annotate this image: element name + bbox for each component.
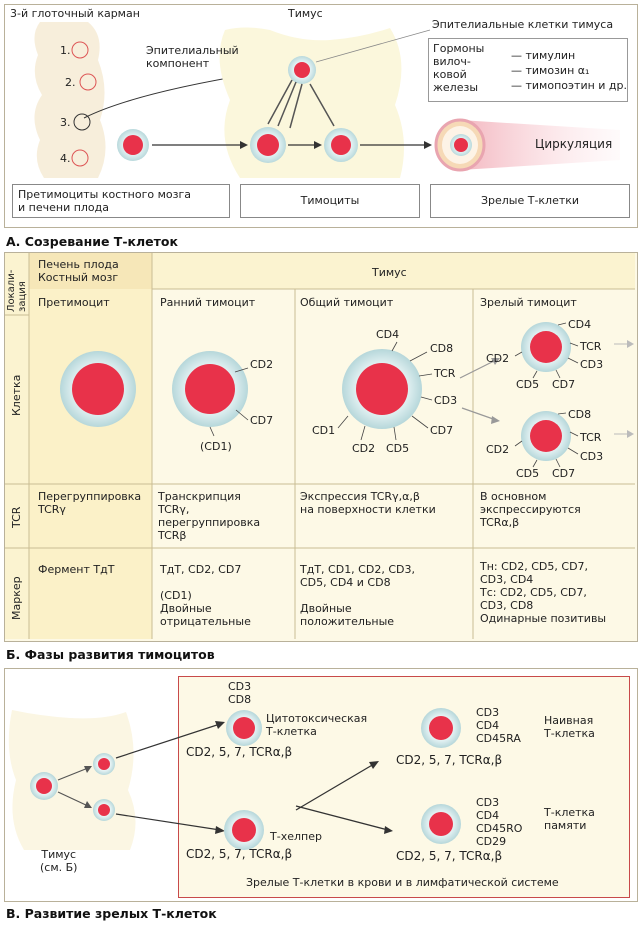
hormones-box: Гормоны вилоч- ковой железы — тимулин — … xyxy=(428,38,628,102)
helper-line: CD2, 5, 7, TCRα,β xyxy=(186,847,293,861)
thymus-label: Тимус xyxy=(288,7,323,20)
marker-common: ТдТ, CD1, CD2, CD3, CD5, CD4 и CD8 Двойн… xyxy=(300,563,415,628)
pouch-2 xyxy=(79,73,97,91)
common-cd1: CD1 xyxy=(312,424,336,437)
mature2-cd3: CD3 xyxy=(580,450,604,463)
pouch-4 xyxy=(71,149,89,167)
marker-early: ТдТ, CD2, CD7 (CD1) Двойные отрицательны… xyxy=(160,563,251,628)
common-cd4: CD4 xyxy=(376,328,400,341)
pouch-number-2: 2. xyxy=(65,76,76,89)
marker-mature: Tн: CD2, CD5, CD7, CD3, CD4 Tс: CD2, CD5… xyxy=(480,560,607,625)
memory-line: CD2, 5, 7, TCRα,β xyxy=(396,849,503,863)
mature1-cd5: CD5 xyxy=(516,378,540,391)
pouch-number-1: 1. xyxy=(60,44,71,57)
hormones-label: Гормоны вилоч- ковой железы xyxy=(433,42,485,94)
hormone-3: — тимопоэтин и др. xyxy=(511,79,628,92)
caption-a: А. Созревание Т-клеток xyxy=(6,234,178,249)
common-cd8: CD8 xyxy=(430,342,454,355)
loc-thymus: Тимус xyxy=(372,266,407,279)
caption-c: В. Развитие зрелых Т-клеток xyxy=(6,906,217,921)
thymus-see-b: Тимус (см. Б) xyxy=(40,848,78,874)
box-thymocytes: Тимоциты xyxy=(240,184,420,218)
helper-label: Т-хелпер xyxy=(270,830,322,843)
mature2-cd5: CD5 xyxy=(516,467,540,480)
naive-markers: CD3 CD4 CD45RA xyxy=(476,706,521,745)
circulation-label: Циркуляция xyxy=(535,137,613,151)
mature1-cd7: CD7 xyxy=(552,378,576,391)
thymus-epithelial-cells-label: Эпителиальные клетки тимуса xyxy=(432,18,614,31)
pouch-number-4: 4. xyxy=(60,152,71,165)
panel-b-cells xyxy=(60,322,634,468)
tcr-mature: В основном экспрессируются TCRα,β xyxy=(480,490,581,529)
panel-b-grid xyxy=(5,253,635,639)
naive-label: Наивная Т-клетка xyxy=(544,714,595,740)
panel-c-graphics xyxy=(8,708,461,850)
mature1-tcr: TCR xyxy=(580,340,602,353)
box-mature: Зрелые Т-клетки xyxy=(430,184,630,218)
epithelial-component-label: Эпителиальный компонент xyxy=(146,44,239,70)
early-cd2: CD2 xyxy=(250,358,274,371)
header-prethymocyte: Претимоцит xyxy=(38,296,110,309)
common-cd3: CD3 xyxy=(434,394,458,407)
common-cd5: CD5 xyxy=(386,442,410,455)
mature1-cd4: CD4 xyxy=(568,318,592,331)
tcr-common: Экспрессия TCRγ,α,β на поверхности клетк… xyxy=(300,490,436,516)
tcr-early: Транскрипция TCRγ, перегруппировка TCRβ xyxy=(158,490,261,542)
vessel xyxy=(460,120,620,170)
header-mature: Зрелый тимоцит xyxy=(480,296,577,309)
pouch-number-3: 3. xyxy=(60,116,71,129)
header-common: Общий тимоцит xyxy=(300,296,394,309)
cytotoxic-label: Цитотоксическая Т-клетка xyxy=(266,712,368,738)
pharyngeal-pouch-label: 3-й глоточный карман xyxy=(10,7,140,20)
blood-label: Зрелые Т-клетки в крови и в лимфатическо… xyxy=(246,876,559,889)
mature2-cd2: CD2 xyxy=(486,443,510,456)
common-cd7: CD7 xyxy=(430,424,454,437)
memory-label: Т-клетка памяти xyxy=(544,806,595,832)
common-tcr: TCR xyxy=(434,367,456,380)
thymus-small xyxy=(8,710,136,850)
early-cd7: CD7 xyxy=(250,414,274,427)
caption-b: Б. Фазы развития тимоцитов xyxy=(6,647,215,662)
loc-liver: Печень плода Костный мозг xyxy=(38,258,119,284)
header-early: Ранний тимоцит xyxy=(160,296,256,309)
panel-a-graphics xyxy=(34,22,620,178)
box-precursors: Претимоциты костного мозга и печени плод… xyxy=(12,184,230,218)
cytotoxic-markers: CD3 CD8 xyxy=(228,680,252,706)
hormone-1: — тимулин xyxy=(511,49,576,62)
tcr-prethymocyte: Перегруппировка TCRγ xyxy=(38,490,142,516)
mature2-tcr: TCR xyxy=(580,431,602,444)
mature1-cd2: CD2 xyxy=(486,352,510,365)
mature2-cd7: CD7 xyxy=(552,467,576,480)
pouch-3 xyxy=(73,113,91,131)
mature1-cd3: CD3 xyxy=(580,358,604,371)
naive-line: CD2, 5, 7, TCRα,β xyxy=(396,753,503,767)
memory-markers: CD3 CD4 CD45RO CD29 xyxy=(476,796,523,848)
common-cd2: CD2 xyxy=(352,442,376,455)
embryo-silhouette xyxy=(34,22,106,178)
marker-prethymocyte: Фермент ТдТ xyxy=(38,563,115,576)
early-cd1: (CD1) xyxy=(200,440,232,453)
pouch-1 xyxy=(71,41,89,59)
hormone-2: — тимозин α₁ xyxy=(511,64,590,77)
cytotoxic-line: CD2, 5, 7, TCRα,β xyxy=(186,745,293,759)
mature2-cd8: CD8 xyxy=(568,408,592,421)
